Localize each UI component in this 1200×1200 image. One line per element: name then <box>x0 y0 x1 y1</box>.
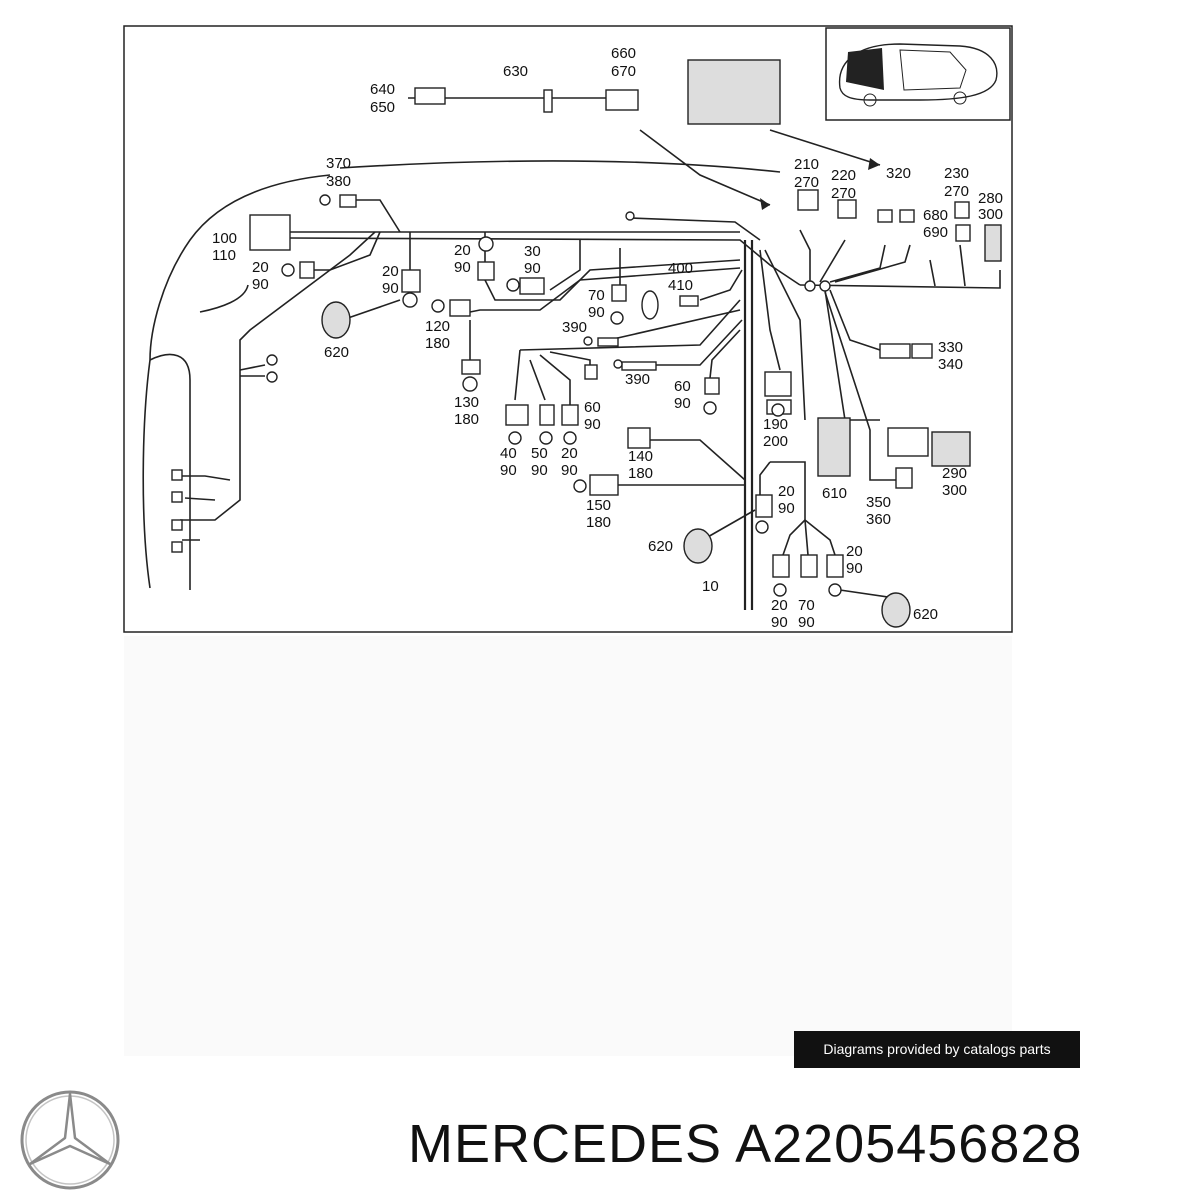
watermark-area <box>124 636 1012 1056</box>
clip-620-a <box>321 301 351 339</box>
label-140: 140 <box>628 448 653 465</box>
mercedes-star-icon <box>20 1090 120 1190</box>
label-280: 280 <box>978 190 1003 207</box>
label-20: 20 <box>454 242 471 259</box>
label-200: 200 <box>763 433 788 450</box>
label-60: 60 <box>674 378 691 395</box>
fuse-box <box>687 59 781 125</box>
part-labels: 630 660 670 640 650 370 380 210 270 220 … <box>212 45 1003 631</box>
label-20: 20 <box>561 445 578 462</box>
label-150: 150 <box>586 497 611 514</box>
label-180: 180 <box>628 465 653 482</box>
diagram-source-badge: Diagrams provided by catalogs parts <box>794 1031 1080 1068</box>
label-390: 390 <box>562 319 587 336</box>
label-70: 70 <box>588 287 605 304</box>
label-630: 630 <box>503 63 528 80</box>
label-90: 90 <box>524 260 541 277</box>
label-660: 660 <box>611 45 636 62</box>
label-110: 110 <box>212 247 236 264</box>
label-90: 90 <box>382 280 399 297</box>
label-90: 90 <box>674 395 691 412</box>
label-640: 640 <box>370 81 395 98</box>
label-620: 620 <box>324 344 349 361</box>
harness-wires <box>180 97 1001 610</box>
label-650: 650 <box>370 99 395 116</box>
label-680: 680 <box>923 207 948 224</box>
label-90: 90 <box>778 500 795 517</box>
brand-name: MERCEDES <box>408 1114 723 1174</box>
label-50: 50 <box>531 445 548 462</box>
label-30: 30 <box>524 243 541 260</box>
label-360: 360 <box>866 511 891 528</box>
label-320: 320 <box>886 165 911 182</box>
part-number: A2205456828 <box>735 1114 1083 1174</box>
vehicle-inset <box>825 27 1011 121</box>
label-90: 90 <box>454 259 471 276</box>
clip-620-c <box>881 592 911 628</box>
label-620: 620 <box>913 606 938 623</box>
label-340: 340 <box>938 356 963 373</box>
label-20: 20 <box>846 543 863 560</box>
label-300: 300 <box>978 206 1003 223</box>
dashboard-outline <box>142 160 781 590</box>
label-60: 60 <box>584 399 601 416</box>
components <box>171 59 1002 628</box>
label-70: 70 <box>798 597 815 614</box>
label-230: 230 <box>944 165 969 182</box>
label-190: 190 <box>763 416 788 433</box>
label-370: 370 <box>326 155 351 172</box>
label-180: 180 <box>454 411 479 428</box>
label-90: 90 <box>561 462 578 479</box>
label-670: 670 <box>611 63 636 80</box>
label-410: 410 <box>668 277 693 294</box>
part-title: MERCEDES A2205456828 <box>408 1104 1193 1184</box>
label-100: 100 <box>212 230 237 247</box>
label-120: 120 <box>425 318 450 335</box>
clip-620-b <box>683 528 713 564</box>
label-270: 270 <box>944 183 969 200</box>
label-330: 330 <box>938 339 963 356</box>
label-620: 620 <box>648 538 673 555</box>
label-10: 10 <box>702 578 719 595</box>
label-20: 20 <box>778 483 795 500</box>
label-130: 130 <box>454 394 479 411</box>
label-20: 20 <box>382 263 399 280</box>
label-350: 350 <box>866 494 891 511</box>
label-180: 180 <box>425 335 450 352</box>
label-90: 90 <box>798 614 815 631</box>
label-90: 90 <box>252 276 269 293</box>
label-220: 220 <box>831 167 856 184</box>
label-90: 90 <box>771 614 788 631</box>
label-40: 40 <box>500 445 517 462</box>
label-270: 270 <box>794 174 819 191</box>
label-210: 210 <box>794 156 819 173</box>
label-390: 390 <box>625 371 650 388</box>
label-290: 290 <box>942 465 967 482</box>
label-90: 90 <box>584 416 601 433</box>
label-90: 90 <box>846 560 863 577</box>
label-610: 610 <box>822 485 847 502</box>
label-90: 90 <box>531 462 548 479</box>
label-300: 300 <box>942 482 967 499</box>
label-690: 690 <box>923 224 948 241</box>
label-400: 400 <box>668 260 693 277</box>
label-180: 180 <box>586 514 611 531</box>
diagram-frame <box>123 25 1013 633</box>
label-20: 20 <box>771 597 788 614</box>
label-90: 90 <box>588 304 605 321</box>
label-20: 20 <box>252 259 269 276</box>
label-90: 90 <box>500 462 517 479</box>
label-270: 270 <box>831 185 856 202</box>
label-380: 380 <box>326 173 351 190</box>
